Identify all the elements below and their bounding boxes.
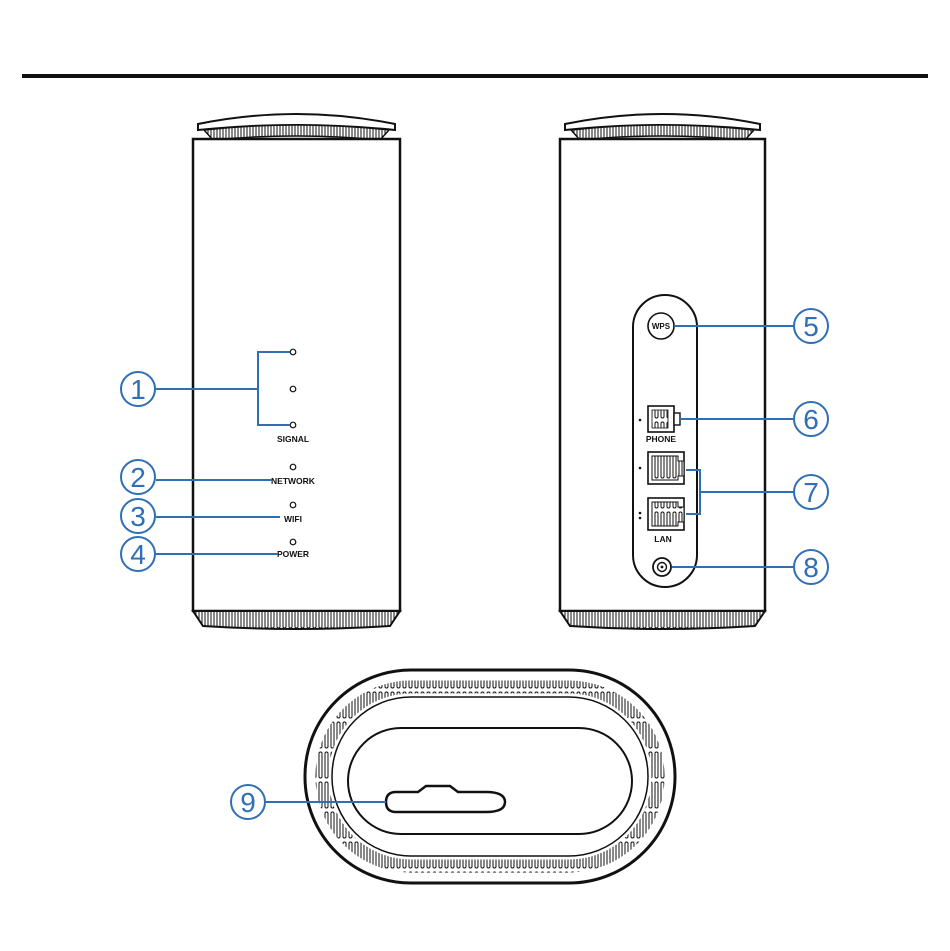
callout-2-number: 2 — [130, 462, 146, 493]
signal-led-2 — [290, 386, 296, 392]
back-bottom-vent — [560, 611, 765, 629]
front-bottom-vent — [193, 611, 400, 629]
power-label: POWER — [277, 549, 309, 559]
front-body — [193, 139, 400, 611]
callout-1-number: 1 — [130, 374, 146, 405]
callout-6-number: 6 — [803, 404, 819, 435]
callout-5-number: 5 — [803, 311, 819, 342]
router-bottom-view — [305, 670, 675, 883]
wifi-led — [290, 502, 296, 508]
phone-label: PHONE — [646, 434, 677, 444]
router-back-view: WPS PHONE LAN — [560, 114, 765, 629]
callout-8-number: 8 — [803, 552, 819, 583]
wps-label: WPS — [652, 322, 671, 331]
base-inner-panel — [348, 728, 632, 834]
power-led — [290, 539, 296, 545]
network-led — [290, 464, 296, 470]
signal-led-1 — [290, 349, 296, 355]
router-front-view: SIGNAL NETWORK WIFI POWER — [193, 114, 400, 629]
wifi-label: WIFI — [284, 514, 302, 524]
signal-led-3 — [290, 422, 296, 428]
signal-label: SIGNAL — [277, 434, 309, 444]
callout-9-number: 9 — [240, 787, 256, 818]
network-label: NETWORK — [271, 476, 316, 486]
callout-4-number: 4 — [130, 539, 146, 570]
lan-label: LAN — [654, 534, 671, 544]
callout-3-number: 3 — [130, 501, 146, 532]
callout-7-number: 7 — [803, 477, 819, 508]
power-jack — [653, 558, 671, 576]
